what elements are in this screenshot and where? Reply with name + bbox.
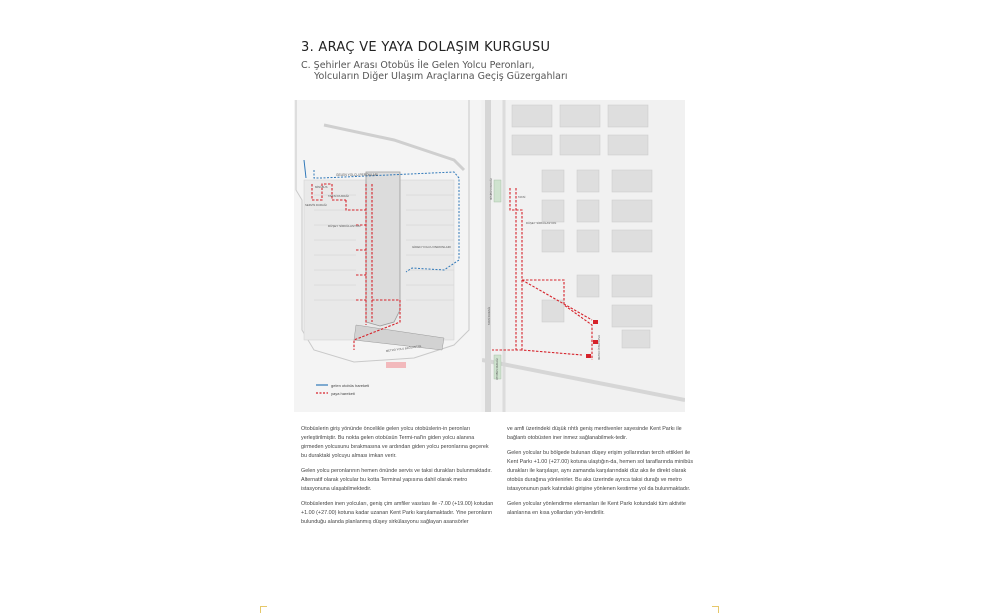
paragraph: Gelen yolcular bu bölgede bulunan düşey … [507,450,694,492]
label-bus-stop: OTOBÜS DURAĞI [494,358,499,380]
body-column-2: ve amfi üzerindeki düşük rıhtlı geniş me… [507,425,702,524]
paragraph: Gelen yolcu peronlarının hemen önünde se… [301,468,492,492]
paragraph: ve amfi üzerindeki düşük rıhtlı geniş me… [507,426,682,441]
label-service: SERVİS DURAĞI [305,202,327,207]
plan-figures: GELEN YOLCU PERONLARI TAKSİ DURAĞI MİNİ … [294,100,685,412]
terminal-site-plan: GELEN YOLCU PERONLARI TAKSİ DURAĞI MİNİ … [294,100,481,412]
legend-bus-label: gelen otobüs hareketi [331,383,369,388]
crop-mark [712,606,719,613]
label-metro-station: METRO İSTASYONU [596,335,601,360]
label-metro-link: METRO YOLU BAĞLANTISI [385,343,421,353]
label-vertical-circulation: DÜŞEY SİRKÜLASYON [328,223,360,228]
label-taxi-stop: TAKSİ DURAĞI [328,193,349,198]
paragraph: Gelen yolcular yönlendirme elemanları il… [507,501,686,516]
body-column-1: Otobüslerin giriş yönünde öncelikle gele… [301,425,496,533]
paragraph: Otobüslerden inen yolcuları, geniş çim a… [301,501,494,525]
label-minibus: MİNİ BÜS [315,184,328,189]
subtitle-line-2: Yolcuların Diğer Ulaşım Araçlarına Geçiş… [314,71,568,82]
label-minibus-stop: MİNİBÜS DURAĞI [488,178,493,200]
label-taxi: TAKSİ [518,194,526,199]
label-departure-platforms: GİDEN YOLCU PERONLARI [412,244,451,249]
label-arrival-platforms: GELEN YOLCU PERONLARI [336,173,378,177]
label-vertical-circulation-right: DÜŞEY SİRKÜLASYON [526,220,556,225]
paragraph: Otobüslerin giriş yönünde öncelikle gele… [301,426,489,459]
city-park-plan: MİNİBÜS DURAĞI TAKSİ DÜŞEY SİRKÜLASYON T… [482,100,685,412]
subtitle-line-1: C. Şehirler Arası Otobüs İle Gelen Yolcu… [301,60,535,71]
legend-pedestrian-label: yaya hareketi [331,391,355,396]
page-title: 3. ARAÇ VE YAYA DOLAŞIM KURGUSU [301,40,551,55]
page-subtitle: C. Şehirler Arası Otobüs İle Gelen Yolcu… [301,60,568,82]
crop-mark [260,606,267,613]
label-taxi-stop-right: TAKSİ DURAĞI [486,307,491,325]
